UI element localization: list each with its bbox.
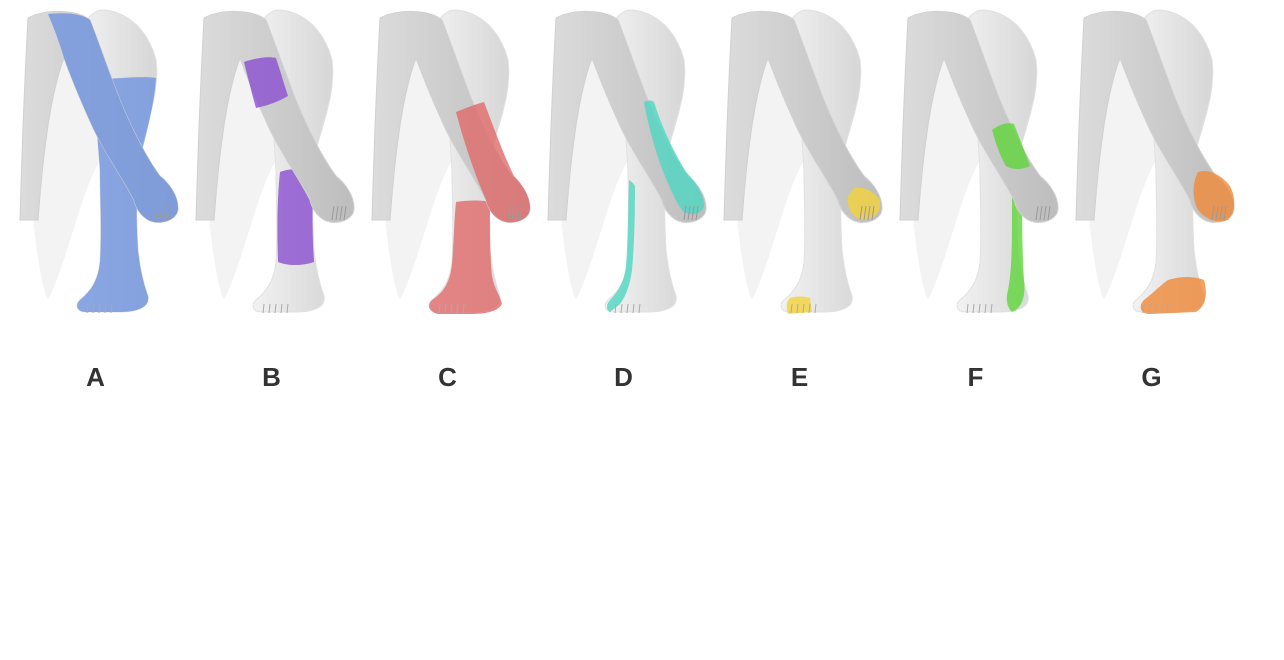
arm-silhouette <box>900 11 1058 222</box>
arm-silhouette <box>196 11 354 222</box>
panel-label: G <box>1064 362 1240 393</box>
panel-d: D <box>536 0 712 660</box>
arm-illustration <box>360 0 536 230</box>
arm-illustration <box>8 0 184 230</box>
arm-highlight-region <box>48 13 178 222</box>
panel-label: D <box>536 362 712 393</box>
arm-illustration <box>888 0 1064 230</box>
panel-label: C <box>360 362 536 393</box>
panel-f: F <box>888 0 1064 660</box>
leg-highlight-region <box>787 297 812 315</box>
panel-c: C <box>360 0 536 660</box>
arm-illustration <box>712 0 888 230</box>
panel-label: E <box>712 362 888 393</box>
panel-b: B <box>184 0 360 660</box>
panel-e: E <box>712 0 888 660</box>
arm-illustration <box>184 0 360 230</box>
panel-a: A <box>8 0 184 660</box>
panel-label: F <box>888 362 1064 393</box>
panel-label: B <box>184 362 360 393</box>
arm-illustration <box>536 0 712 230</box>
arm-illustration <box>1064 0 1240 230</box>
panel-g: G <box>1064 0 1240 660</box>
panel-label: A <box>8 362 184 393</box>
